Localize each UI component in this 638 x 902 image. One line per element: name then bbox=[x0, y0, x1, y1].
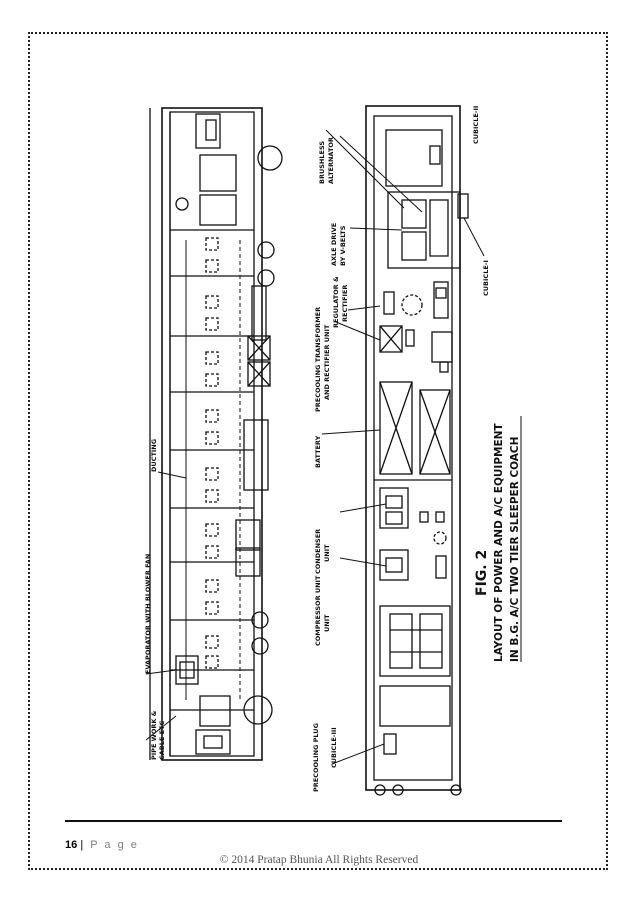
label-ducting: DUCTING bbox=[150, 439, 158, 472]
figure-number: FIG. 2 bbox=[474, 550, 490, 596]
footer-page-number: 16 | P a g e bbox=[65, 839, 139, 851]
label-cubicle-iii: CUBICLE-III bbox=[330, 727, 338, 768]
label-pipe-work: PIPE WORK & bbox=[150, 710, 158, 760]
label-cubicle-ii: CUBICLE-II bbox=[472, 106, 480, 144]
figure-caption-line1: LAYOUT OF POWER AND A/C EQUIPMENT bbox=[493, 423, 505, 662]
label-precooling-transformer-2: AND RECTIFIER UNIT bbox=[323, 324, 331, 400]
label-battery: BATTERY bbox=[314, 435, 322, 468]
label-precooling-plug: PRECOOLING PLUG bbox=[312, 723, 320, 792]
page-separator: | bbox=[80, 839, 84, 851]
label-precooling-transformer: PRECOOLING TRANSFORMER bbox=[314, 307, 322, 412]
label-axle-drive-2: BY V-BELTS bbox=[339, 225, 347, 266]
label-compressor-unit: COMPRESSOR UNIT bbox=[314, 575, 322, 646]
label-condenser-unit: CONDENSER bbox=[314, 529, 322, 574]
label-regulator-2: RECTIFIER bbox=[341, 285, 349, 322]
lower-coach-plan bbox=[321, 105, 485, 796]
label-regulator: REGULATOR & bbox=[332, 276, 340, 328]
label-cubicle-i: CUBICLE-I bbox=[482, 260, 490, 296]
label-evaporator: EVAPORATOR WITH BLOWER FAN bbox=[144, 554, 152, 674]
page-number: 16 bbox=[65, 839, 78, 851]
label-brushless: BRUSHLESS bbox=[318, 141, 326, 184]
label-axle-drive: AXLE DRIVE bbox=[330, 223, 338, 266]
label-brushless-2: ALTERNATOR bbox=[327, 137, 335, 184]
label-cable-etc: CABLE ETC bbox=[158, 721, 166, 760]
figure-caption-line2: IN B.G. A/C TWO TIER SLEEPER COACH bbox=[509, 437, 521, 662]
coach-layout-figure: PIPE WORK & CABLE ETC EVAPORATOR WITH BL… bbox=[140, 100, 524, 804]
copyright-text: © 2014 Pratap Bhunia All Rights Reserved bbox=[219, 854, 419, 866]
upper-coach-plan bbox=[145, 107, 283, 761]
page-border bbox=[28, 32, 608, 870]
page-word: P a g e bbox=[90, 839, 139, 851]
label-condenser-unit-2: UNIT bbox=[323, 544, 331, 562]
footer-rule bbox=[65, 820, 562, 822]
label-compressor-unit-2: UNIT bbox=[323, 614, 331, 632]
